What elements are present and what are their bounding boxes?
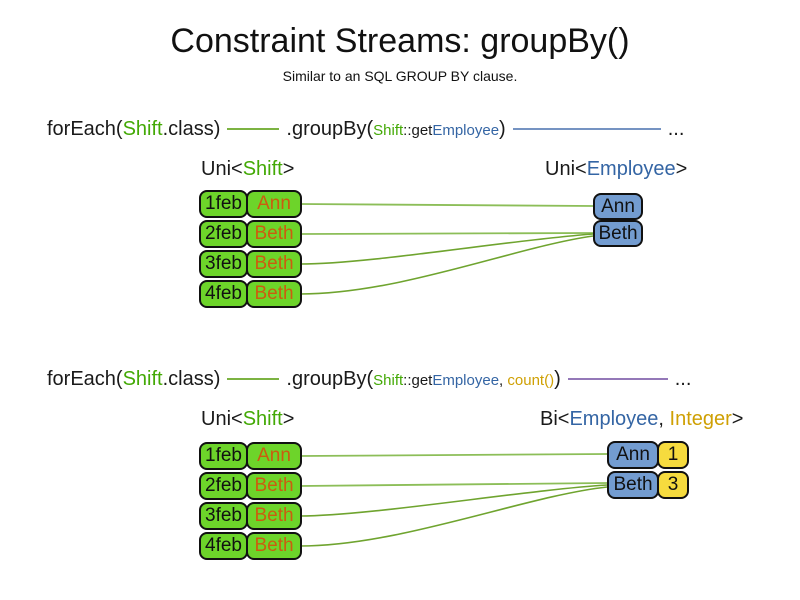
arg-class-token: Shift: [373, 121, 404, 139]
shift-row: 3feb Beth: [199, 250, 302, 278]
shift-date-cell: 3feb: [199, 250, 248, 278]
page-subtitle: Similar to an SQL GROUP BY clause.: [282, 68, 518, 84]
shift-date-cell: 1feb: [199, 442, 248, 470]
shift-employee-cell: Beth: [246, 280, 302, 308]
shift-employee-cell: Ann: [246, 190, 302, 218]
group-count-box: 3: [657, 471, 689, 499]
shift-class-token: Shift: [122, 367, 163, 390]
arg-class-token: Shift: [373, 371, 404, 389]
ellipsis: ...: [667, 117, 685, 140]
page-title: Constraint Streams: groupBy(): [170, 22, 630, 60]
group-pair: Ann 1: [607, 441, 689, 469]
groupby-call: .groupBy(Shift::getEmployee): [286, 117, 506, 140]
stream-wire-green: [227, 378, 280, 380]
shift-row: 1feb Ann: [199, 442, 302, 470]
shift-class-token: Shift: [122, 117, 163, 140]
shift-row: 1feb Ann: [199, 190, 302, 218]
shift-employee-cell: Beth: [246, 250, 302, 278]
shift-employee-cell: Beth: [246, 502, 302, 530]
wire-shift1-to-ann-count: [299, 453, 608, 457]
stream-wire-green: [227, 128, 280, 130]
shift-row: 2feb Beth: [199, 220, 302, 248]
shift-employee-cell: Beth: [246, 532, 302, 560]
wire-shift2-to-beth: [299, 232, 594, 235]
target-type-label: Uni<Employee>: [545, 158, 688, 180]
shift-row: 4feb Beth: [199, 532, 302, 560]
stream-wire-purple: [567, 378, 668, 380]
group-pair: Beth 3: [607, 471, 689, 499]
group-employee-box: Ann: [607, 441, 659, 469]
arg-type-token: Employee: [432, 121, 500, 139]
shift-date-cell: 2feb: [199, 220, 248, 248]
shift-row: 3feb Beth: [199, 502, 302, 530]
shift-row: 2feb Beth: [199, 472, 302, 500]
code-line-groupby: forEach(Shift.class) .groupBy(Shift::get…: [47, 117, 684, 141]
shift-employee-cell: Beth: [246, 220, 302, 248]
groupby-call: .groupBy(Shift::getEmployee, count()): [286, 367, 561, 390]
group-employee-box: Ann: [593, 193, 643, 220]
group-employee-box: Beth: [593, 220, 643, 247]
foreach-call: forEach(Shift.class): [47, 117, 221, 140]
arg-type-token: Employee: [432, 371, 500, 389]
shift-row: 4feb Beth: [199, 280, 302, 308]
source-type-label: Uni<Shift>: [201, 408, 295, 430]
wire-shift4-to-beth: [299, 235, 594, 295]
shift-date-cell: 2feb: [199, 472, 248, 500]
code-line-groupby-count: forEach(Shift.class) .groupBy(Shift::get…: [47, 367, 691, 391]
shift-date-cell: 3feb: [199, 502, 248, 530]
shift-date-cell: 1feb: [199, 190, 248, 218]
wire-shift4-to-beth-count: [299, 486, 608, 547]
shift-date-cell: 4feb: [199, 532, 248, 560]
wire-shift3-to-beth: [299, 233, 594, 265]
wire-shift1-to-ann: [299, 203, 594, 207]
shift-employee-cell: Ann: [246, 442, 302, 470]
target-type-label: Bi<Employee, Integer>: [540, 408, 744, 430]
group-count-box: 1: [657, 441, 689, 469]
count-collector-token: count(): [507, 371, 555, 389]
wire-shift2-to-beth-count: [299, 482, 608, 487]
group-employee-box: Beth: [607, 471, 659, 499]
shift-date-cell: 4feb: [199, 280, 248, 308]
shift-employee-cell: Beth: [246, 472, 302, 500]
wire-shift3-to-beth-count: [299, 484, 608, 517]
source-type-label: Uni<Shift>: [201, 158, 295, 180]
ellipsis: ...: [674, 367, 692, 390]
stream-wire-blue: [512, 128, 661, 130]
foreach-call: forEach(Shift.class): [47, 367, 221, 390]
